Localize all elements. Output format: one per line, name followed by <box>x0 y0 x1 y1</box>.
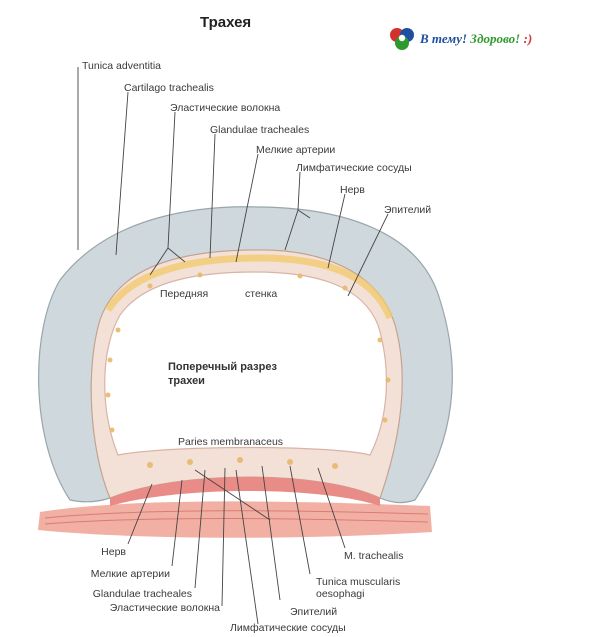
center-caption-line1: Поперечный разрез <box>168 360 277 374</box>
label-tunica-muscularis-line1: Tunica muscularis <box>316 576 400 588</box>
label-paries-membranaceus: Paries membranaceus <box>178 436 283 448</box>
label-small-arteries-bottom: Мелкие артерии <box>40 568 170 580</box>
label-wall: стенка <box>245 288 277 300</box>
label-elastic-fibers-bottom: Эластические волокна <box>40 602 220 614</box>
label-m-trachealis: M. trachealis <box>344 550 404 562</box>
label-anterior: Передняя <box>160 288 208 300</box>
label-epithelium-bottom: Эпителий <box>290 606 337 618</box>
label-nerve-bottom: Нерв <box>60 546 126 558</box>
label-nerve-top: Нерв <box>340 184 365 196</box>
label-tunica-muscularis: Tunica muscularis oesophagi <box>316 576 400 600</box>
label-small-arteries-top: Мелкие артерии <box>256 144 335 156</box>
label-epithelium-top: Эпителий <box>384 204 431 216</box>
center-caption: Поперечный разрез трахеи <box>168 360 277 388</box>
label-elastic-fibers-top: Эластические волокна <box>170 102 280 114</box>
label-lymph-vessels-top: Лимфатические сосуды <box>296 162 412 174</box>
label-glandulae-bottom: Glandulae tracheales <box>40 588 192 600</box>
label-tunica-muscularis-line2: oesophagi <box>316 588 400 600</box>
label-glandulae-top: Glandulae tracheales <box>210 124 309 136</box>
esophagus-band <box>38 501 432 537</box>
label-cartilago-trachealis: Cartilago trachealis <box>124 82 214 94</box>
label-lymph-vessels-bottom: Лимфатические сосуды <box>230 622 346 634</box>
center-caption-line2: трахеи <box>168 374 277 388</box>
label-tunica-adventitia: Tunica adventitia <box>82 60 161 72</box>
